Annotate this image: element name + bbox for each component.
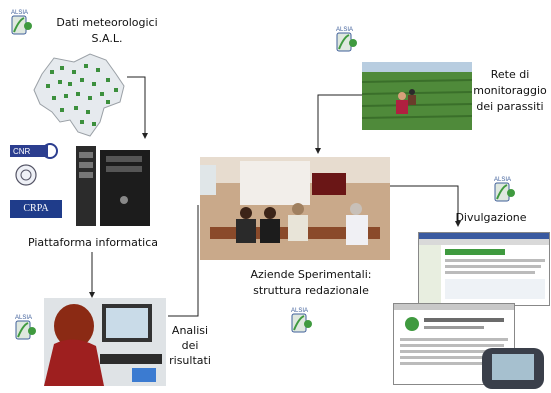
cnr-logo: CNR (10, 140, 58, 160)
seal-logo (14, 163, 38, 187)
alsia-logo-3: ALSIA (493, 175, 517, 205)
line-analysis-to-firms (168, 205, 199, 317)
network-label-line1: Rete di (490, 68, 530, 81)
basilicata-station-map (30, 52, 130, 142)
alsia-logo-2: ALSIA (335, 25, 359, 55)
alsia-logo-4: ALSIA (14, 313, 38, 343)
alsia-logo-1: ALSIA (10, 8, 34, 38)
alsia-logo-5: ALSIA (290, 306, 314, 336)
arrow-network-to-firms (315, 94, 362, 154)
meteo-label-line2: S.A.L. (91, 32, 123, 45)
mobile-phone-illustration (478, 346, 548, 389)
website-screenshot-1 (418, 232, 550, 306)
platform-label: Piattaforma informatica (27, 236, 158, 249)
divulgation-label: Divulgazione (455, 211, 527, 224)
network-label-line3: dei parassiti (476, 100, 544, 113)
meeting-photo (200, 157, 390, 260)
crpa-logo: CRPA (10, 200, 62, 218)
analysis-label-line1: Analisi (171, 324, 209, 337)
analysis-label-line3: risultati (169, 354, 211, 367)
cnr-logo-text: CNR (13, 147, 31, 156)
firms-label-line1: Aziende Sperimentali: (250, 268, 372, 281)
alsia-logo-text: ALSIA (291, 308, 308, 314)
meteo-label-line1: Dati meteorologici (56, 16, 158, 29)
alsia-logo-text: ALSIA (15, 315, 32, 321)
alsia-logo-text: ALSIA (494, 177, 511, 183)
alsia-logo-text: ALSIA (11, 10, 28, 16)
field-monitoring-photo (362, 62, 472, 130)
firms-label-line2: struttura redazionale (253, 284, 369, 297)
analysis-label-line2: dei (181, 339, 199, 352)
alsia-logo-text: ALSIA (336, 27, 353, 33)
network-label-line2: monitoraggio (473, 84, 547, 97)
analysis-photo (44, 298, 166, 386)
server-computer-illustration (70, 140, 155, 230)
